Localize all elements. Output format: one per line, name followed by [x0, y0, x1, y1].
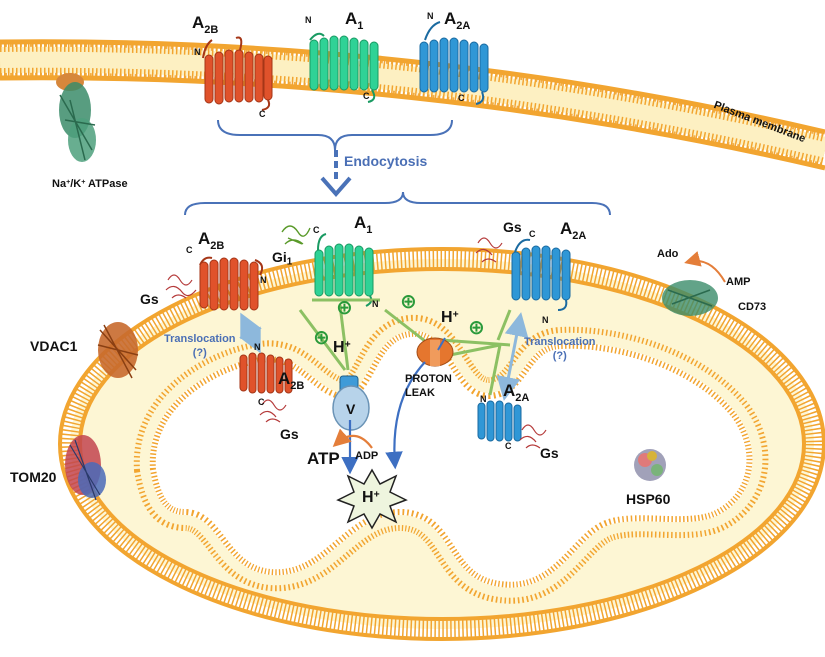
mito-a2a-label: A2A: [560, 219, 587, 242]
proton-leak-channel: [416, 337, 454, 367]
plus-sign-2: ⊕: [313, 327, 330, 349]
inner-a2a-c: C: [505, 441, 512, 451]
plasma-a2b-n: N: [194, 47, 201, 57]
inner-a2b-c: C: [258, 397, 265, 407]
receptor-a2a-inner: [477, 400, 522, 442]
inner-a2a-n: N: [480, 394, 487, 404]
proton-leak-label: PROTON LEAK: [405, 373, 452, 399]
plasma-a2a-n: N: [427, 11, 434, 21]
adp-label: ADP: [355, 450, 379, 462]
receptor-a2a-plasma: [419, 21, 489, 105]
plus-sign-4: ⊕: [468, 317, 485, 339]
vdac1-structure: [97, 322, 139, 379]
h-plus-leak-label: H+: [441, 309, 459, 326]
adp-atp-arrow: [332, 428, 373, 449]
plasma-bracket: [217, 119, 453, 151]
hsp60-label: HSP60: [626, 491, 671, 507]
plus-sign-3: ⊕: [400, 291, 417, 313]
plasma-a1-label: A1: [345, 9, 364, 32]
gs-protein-left: [165, 274, 197, 299]
endocytosis-label: Endocytosis: [344, 153, 428, 169]
plasma-a2b-label: A2B: [192, 13, 219, 36]
h-flux-arrow-leak: [385, 361, 426, 470]
inner-a2b-label: A2B: [278, 369, 305, 392]
atp-label: ATP: [307, 449, 340, 468]
h-plus-star: [336, 468, 408, 530]
ado-label: Ado: [657, 248, 679, 260]
translocation-left-label: Translocation (?): [164, 333, 236, 359]
h-plus-synthase-label: H+: [333, 339, 351, 356]
plasma-a2a-label: A2A: [444, 9, 471, 32]
plasma-a2b-c: C: [259, 109, 266, 119]
cd73-label: CD73: [738, 301, 767, 313]
mito-bracket: [184, 191, 611, 216]
atp-synthase: [332, 375, 370, 431]
amp-label: AMP: [726, 276, 751, 288]
cd73-structure: [662, 280, 718, 316]
gs-protein-inner-right: [519, 424, 547, 449]
receptor-a1-plasma: [309, 32, 379, 103]
mito-a1-c: C: [313, 225, 320, 235]
inner-a2b-n: N: [254, 342, 261, 352]
gs-protein-inner-left: [259, 399, 287, 423]
gs-right-label: Gs: [503, 219, 522, 235]
gi-label: Gi1: [272, 249, 293, 268]
mito-a1-label: A1: [354, 213, 373, 236]
h-arrow-to-leak: [437, 337, 446, 351]
gs-protein-right: [475, 237, 503, 263]
tom20-label: TOM20: [10, 469, 57, 485]
inner-a2b-gs: Gs: [280, 426, 299, 442]
receptor-a2b-plasma: [202, 36, 273, 111]
tom20-structure: [65, 435, 106, 501]
plasma-a1-n: N: [305, 15, 312, 25]
vdac1-label: VDAC1: [30, 338, 78, 354]
receptor-a2b-mito: [199, 256, 264, 311]
na-k-atpase-label: Na+/K+ ATPase: [52, 178, 128, 191]
plasma-a1-c: C: [363, 91, 370, 101]
receptor-a2b-inner: [239, 352, 293, 394]
plasma-membrane: [0, 39, 825, 171]
inner-a2a-label: A2A: [503, 381, 530, 404]
amp-to-ado-arrow: [684, 251, 726, 283]
plasma-a2a-c: C: [458, 93, 465, 103]
plus-sign-1: ⊕: [336, 297, 353, 319]
mito-a1-n: N: [372, 299, 379, 309]
mito-a2b-label: A2B: [198, 229, 225, 252]
gi-protein: [281, 225, 311, 245]
h-plus-matrix-label: H+: [362, 489, 380, 506]
receptor-a2a-mito: [511, 238, 571, 311]
mito-a2b-n: N: [260, 275, 267, 285]
inner-a2a-gs: Gs: [540, 445, 559, 461]
signaling-lines: [298, 298, 512, 396]
translocation-arrow-left: [239, 312, 262, 354]
gs-left-label: Gs: [140, 291, 159, 307]
v-label: V: [346, 401, 356, 417]
na-k-atpase-structure: [56, 73, 96, 162]
mito-a2b-c: C: [186, 245, 193, 255]
mito-a2a-c: C: [529, 229, 536, 239]
hsp60-structure: [634, 449, 666, 481]
mito-a2a-n: N: [542, 315, 549, 325]
translocation-arrow-right: [496, 312, 529, 401]
endocytosis-arrowhead: [320, 176, 352, 198]
translocation-right-label: Translocation (?): [524, 336, 596, 362]
